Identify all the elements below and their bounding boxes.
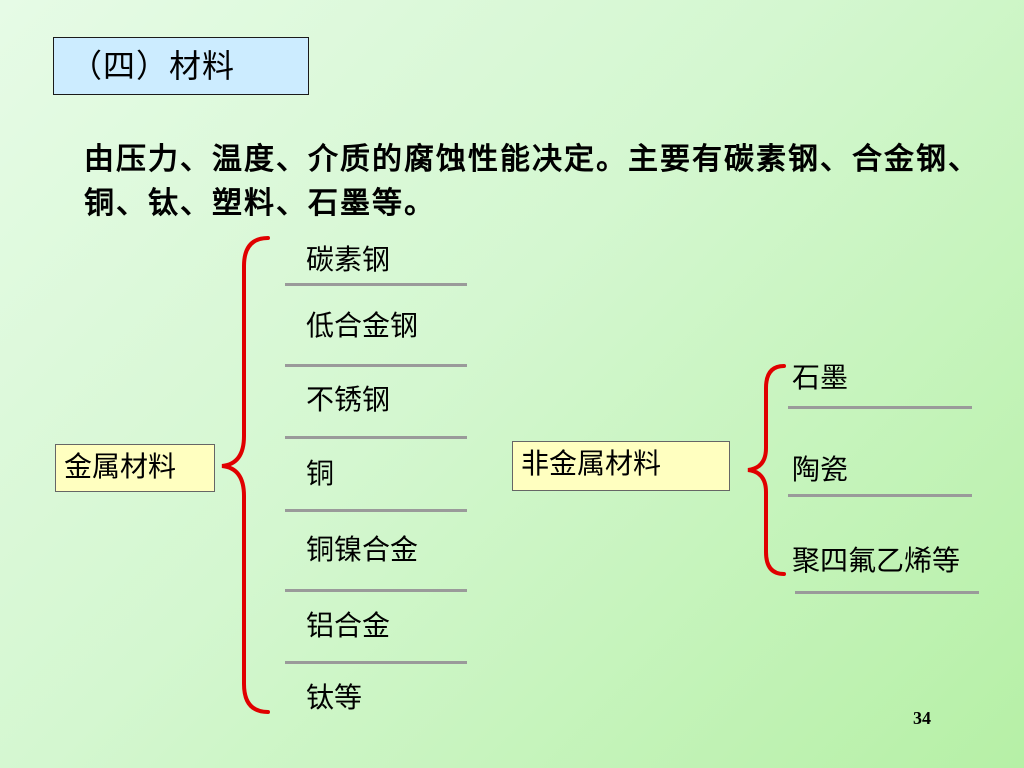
nonmetal-materials-box: 非金属材料 — [512, 441, 730, 491]
metal-item-aluminum-alloy: 铝合金 — [306, 609, 391, 642]
metal-divider — [285, 661, 467, 664]
metal-item-titanium: 钛等 — [306, 681, 363, 714]
slide-title: （四）材料 — [53, 37, 309, 95]
metal-divider — [285, 364, 467, 367]
intro-text: 由压力、温度、介质的腐蚀性能决定。主要有碳素钢、合金钢、铜、钛、塑料、石墨等。 — [84, 142, 980, 221]
metal-item-carbon-steel: 碳素钢 — [306, 243, 391, 276]
nonmetal-divider — [795, 591, 979, 594]
metal-item-low-alloy-steel: 低合金钢 — [306, 309, 419, 342]
metal-divider — [285, 436, 467, 439]
metal-item-copper: 铜 — [306, 457, 335, 490]
nonmetal-divider — [788, 406, 972, 409]
nonmetal-brace — [747, 364, 786, 576]
nonmetal-item-ptfe: 聚四氟乙烯等 — [792, 544, 961, 577]
metal-materials-box: 金属材料 — [55, 444, 215, 492]
metal-item-stainless-steel: 不锈钢 — [306, 383, 391, 416]
metal-divider — [285, 589, 467, 592]
metal-item-copper-nickel-alloy: 铜镍合金 — [306, 533, 419, 566]
metal-divider — [285, 283, 467, 286]
nonmetal-item-ceramic: 陶瓷 — [792, 453, 849, 486]
metal-brace — [221, 236, 270, 714]
page-number: 34 — [913, 708, 931, 728]
nonmetal-divider — [788, 494, 972, 497]
metal-divider — [285, 509, 467, 512]
nonmetal-item-graphite: 石墨 — [792, 361, 849, 394]
